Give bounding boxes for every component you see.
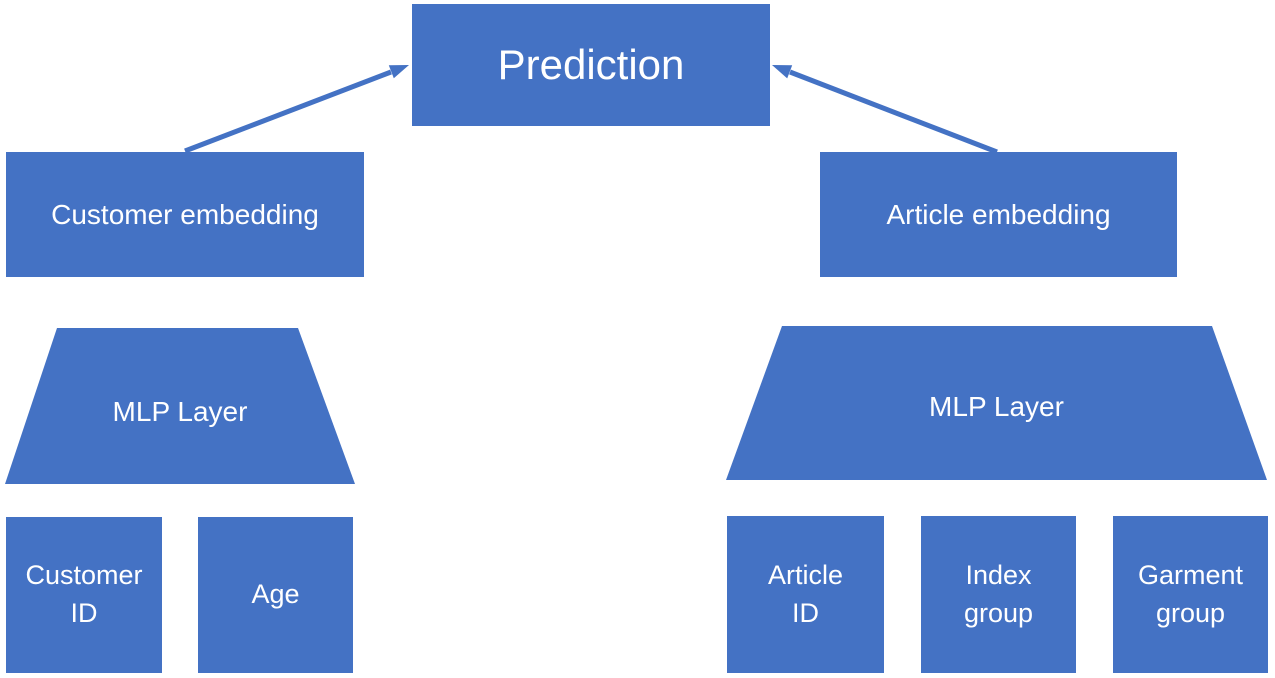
- customer-embedding-label: Customer embedding: [51, 198, 319, 230]
- prediction-label: Prediction: [497, 41, 685, 88]
- customer-mlp-label: MLP Layer: [112, 396, 248, 427]
- arrow-customer-embedding-to-prediction: [184, 65, 409, 154]
- age-box: Age: [198, 517, 353, 673]
- article-embedding-label: Article embedding: [886, 198, 1111, 230]
- arrow-article-embedding-to-prediction: [772, 65, 998, 155]
- article-id-label: Article ID: [767, 559, 843, 628]
- customer-id-box: Customer ID: [6, 517, 162, 673]
- index-group-label: Index group: [963, 559, 1034, 628]
- index-group-box: Index group: [921, 516, 1076, 673]
- garment-group-label: Garment group: [1137, 559, 1244, 628]
- customer-mlp-layer-trapezoid: MLP Layer: [5, 328, 355, 484]
- customer-embedding-box: Customer embedding: [6, 152, 364, 277]
- garment-group-box: Garment group: [1113, 516, 1268, 673]
- article-mlp-label: MLP Layer: [929, 391, 1064, 422]
- article-embedding-box: Article embedding: [820, 152, 1177, 277]
- customer-id-label: Customer ID: [25, 560, 143, 628]
- article-id-box: Article ID: [727, 516, 884, 673]
- age-label: Age: [251, 579, 300, 610]
- article-mlp-layer-trapezoid: MLP Layer: [726, 326, 1267, 480]
- prediction-box: Prediction: [412, 4, 770, 126]
